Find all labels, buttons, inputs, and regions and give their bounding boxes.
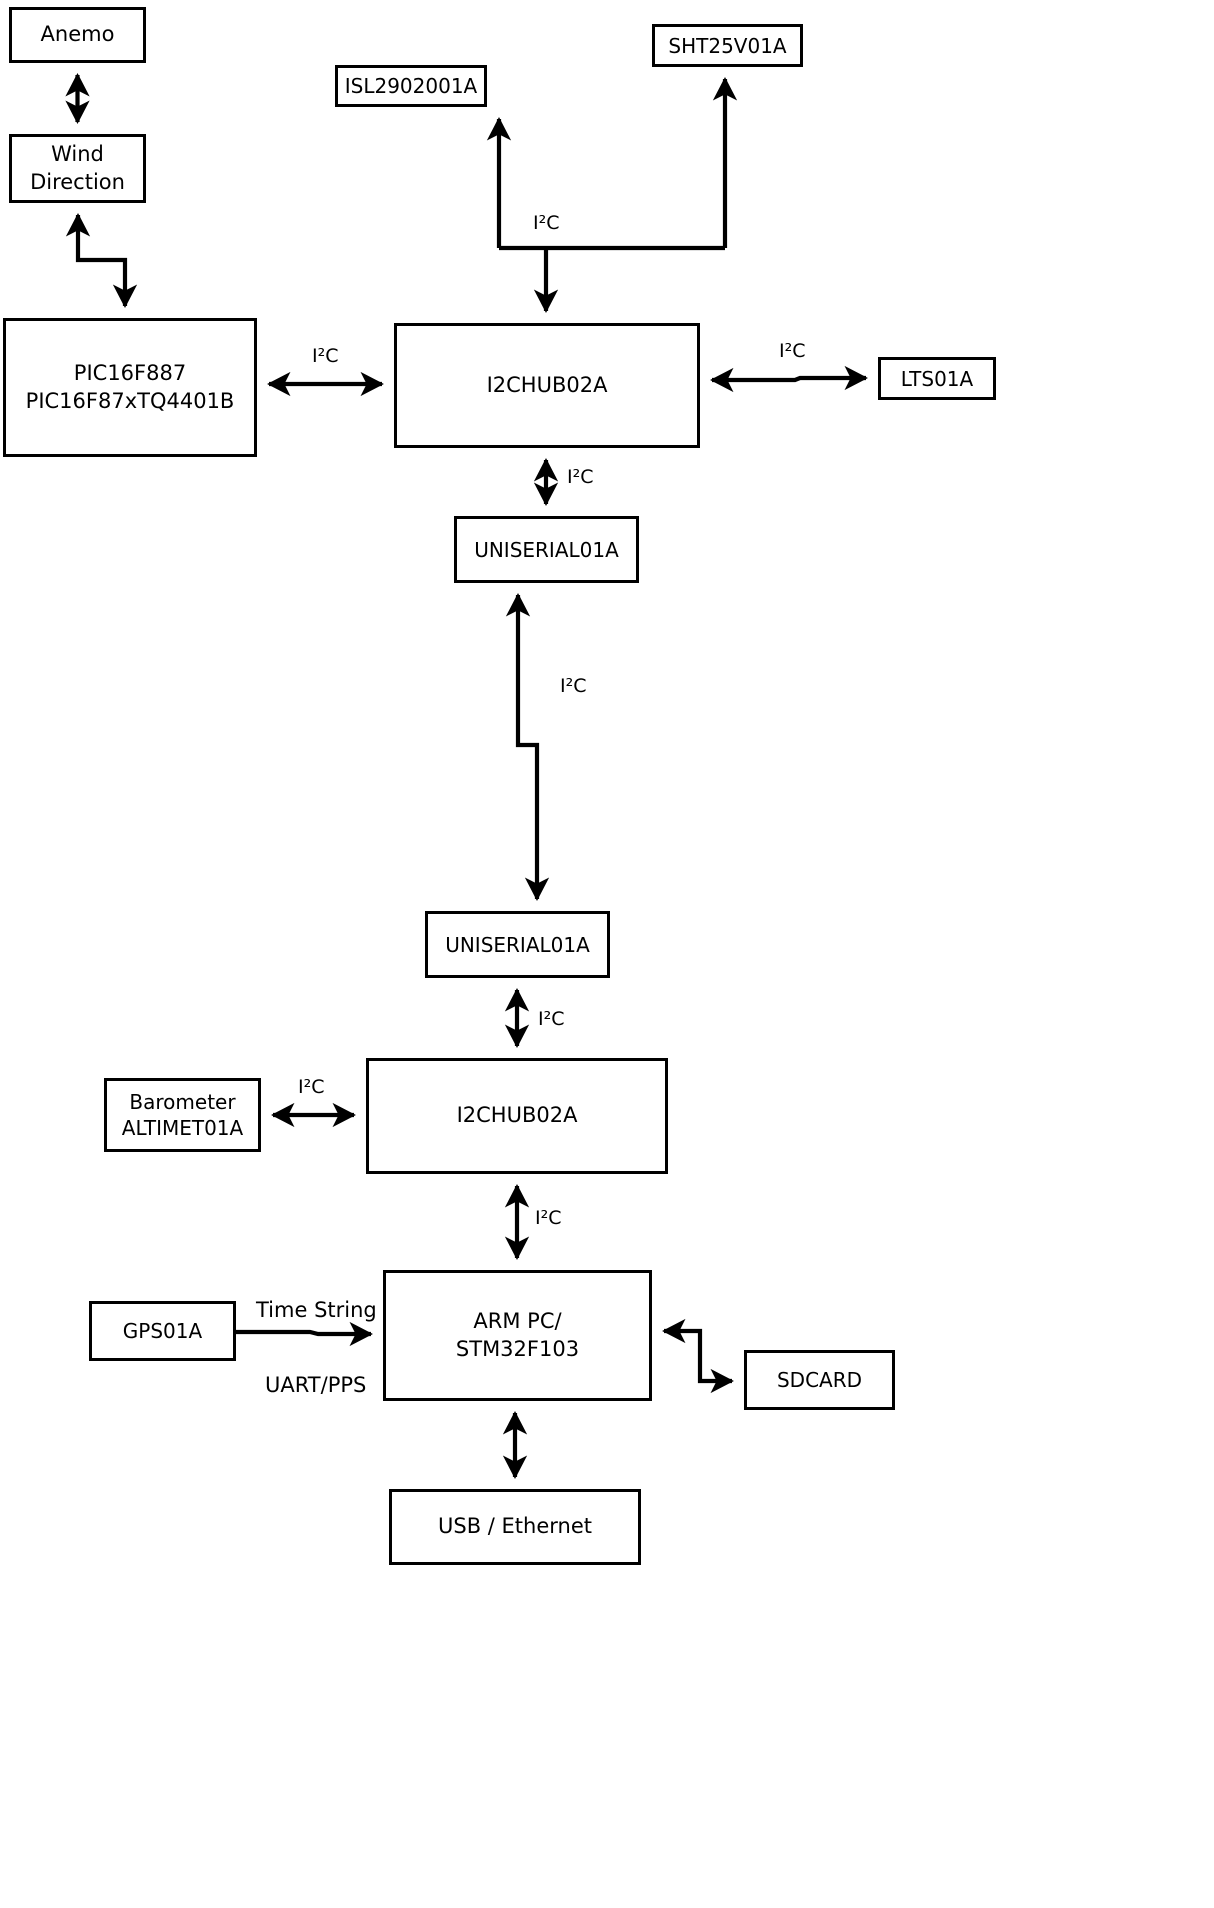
edge-label-i2c-top-bus: I²C (533, 212, 560, 234)
node-uniserial01a-lower[interactable]: UNISERIAL01A (425, 911, 610, 978)
edge-label-i2c-hub-uniserial: I²C (567, 466, 594, 488)
wire-arm-sdcard (662, 1318, 734, 1394)
wire-hub-top-lts (710, 365, 868, 393)
edge-label-i2c-hub2-arm: I²C (535, 1207, 562, 1229)
wire-gps-arm (236, 1321, 373, 1347)
node-i2chub02a-bottom[interactable]: I2CHUB02A (366, 1058, 668, 1174)
node-sht25v01a[interactable]: SHT25V01A (652, 24, 803, 67)
node-arm-pc-stm32f103[interactable]: ARM PC/ STM32F103 (383, 1270, 652, 1401)
edge-label-i2c-hub-lts: I²C (779, 340, 806, 362)
node-gps01a[interactable]: GPS01A (89, 1301, 236, 1361)
node-i2chub02a-top[interactable]: I2CHUB02A (394, 323, 700, 448)
node-lts01a[interactable]: LTS01A (878, 357, 996, 400)
edge-label-uart-pps: UART/PPS (265, 1373, 367, 1397)
edge-label-i2c-pic-hub: I²C (312, 345, 339, 367)
node-uniserial01a-upper[interactable]: UNISERIAL01A (454, 516, 639, 583)
edge-label-time-string: Time String (256, 1298, 377, 1322)
node-sdcard[interactable]: SDCARD (744, 1350, 895, 1410)
node-usb-ethernet[interactable]: USB / Ethernet (389, 1489, 641, 1565)
node-barometer-altimet01a[interactable]: Barometer ALTIMET01A (104, 1078, 261, 1152)
wire-uni1-uni2 (505, 593, 550, 901)
edge-label-i2c-uniserial-hub2: I²C (538, 1008, 565, 1030)
node-isl2902001a[interactable]: ISL2902001A (335, 65, 487, 107)
edge-label-i2c-barometer-hub2: I²C (298, 1076, 325, 1098)
node-pic16f887[interactable]: PIC16F887 PIC16F87xTQ4401B (3, 318, 257, 457)
node-anemo[interactable]: Anemo (9, 7, 146, 63)
edge-label-i2c-uniserial-link: I²C (560, 675, 587, 697)
wire-wind-pic (65, 213, 138, 308)
node-wind-direction[interactable]: Wind Direction (9, 134, 146, 203)
